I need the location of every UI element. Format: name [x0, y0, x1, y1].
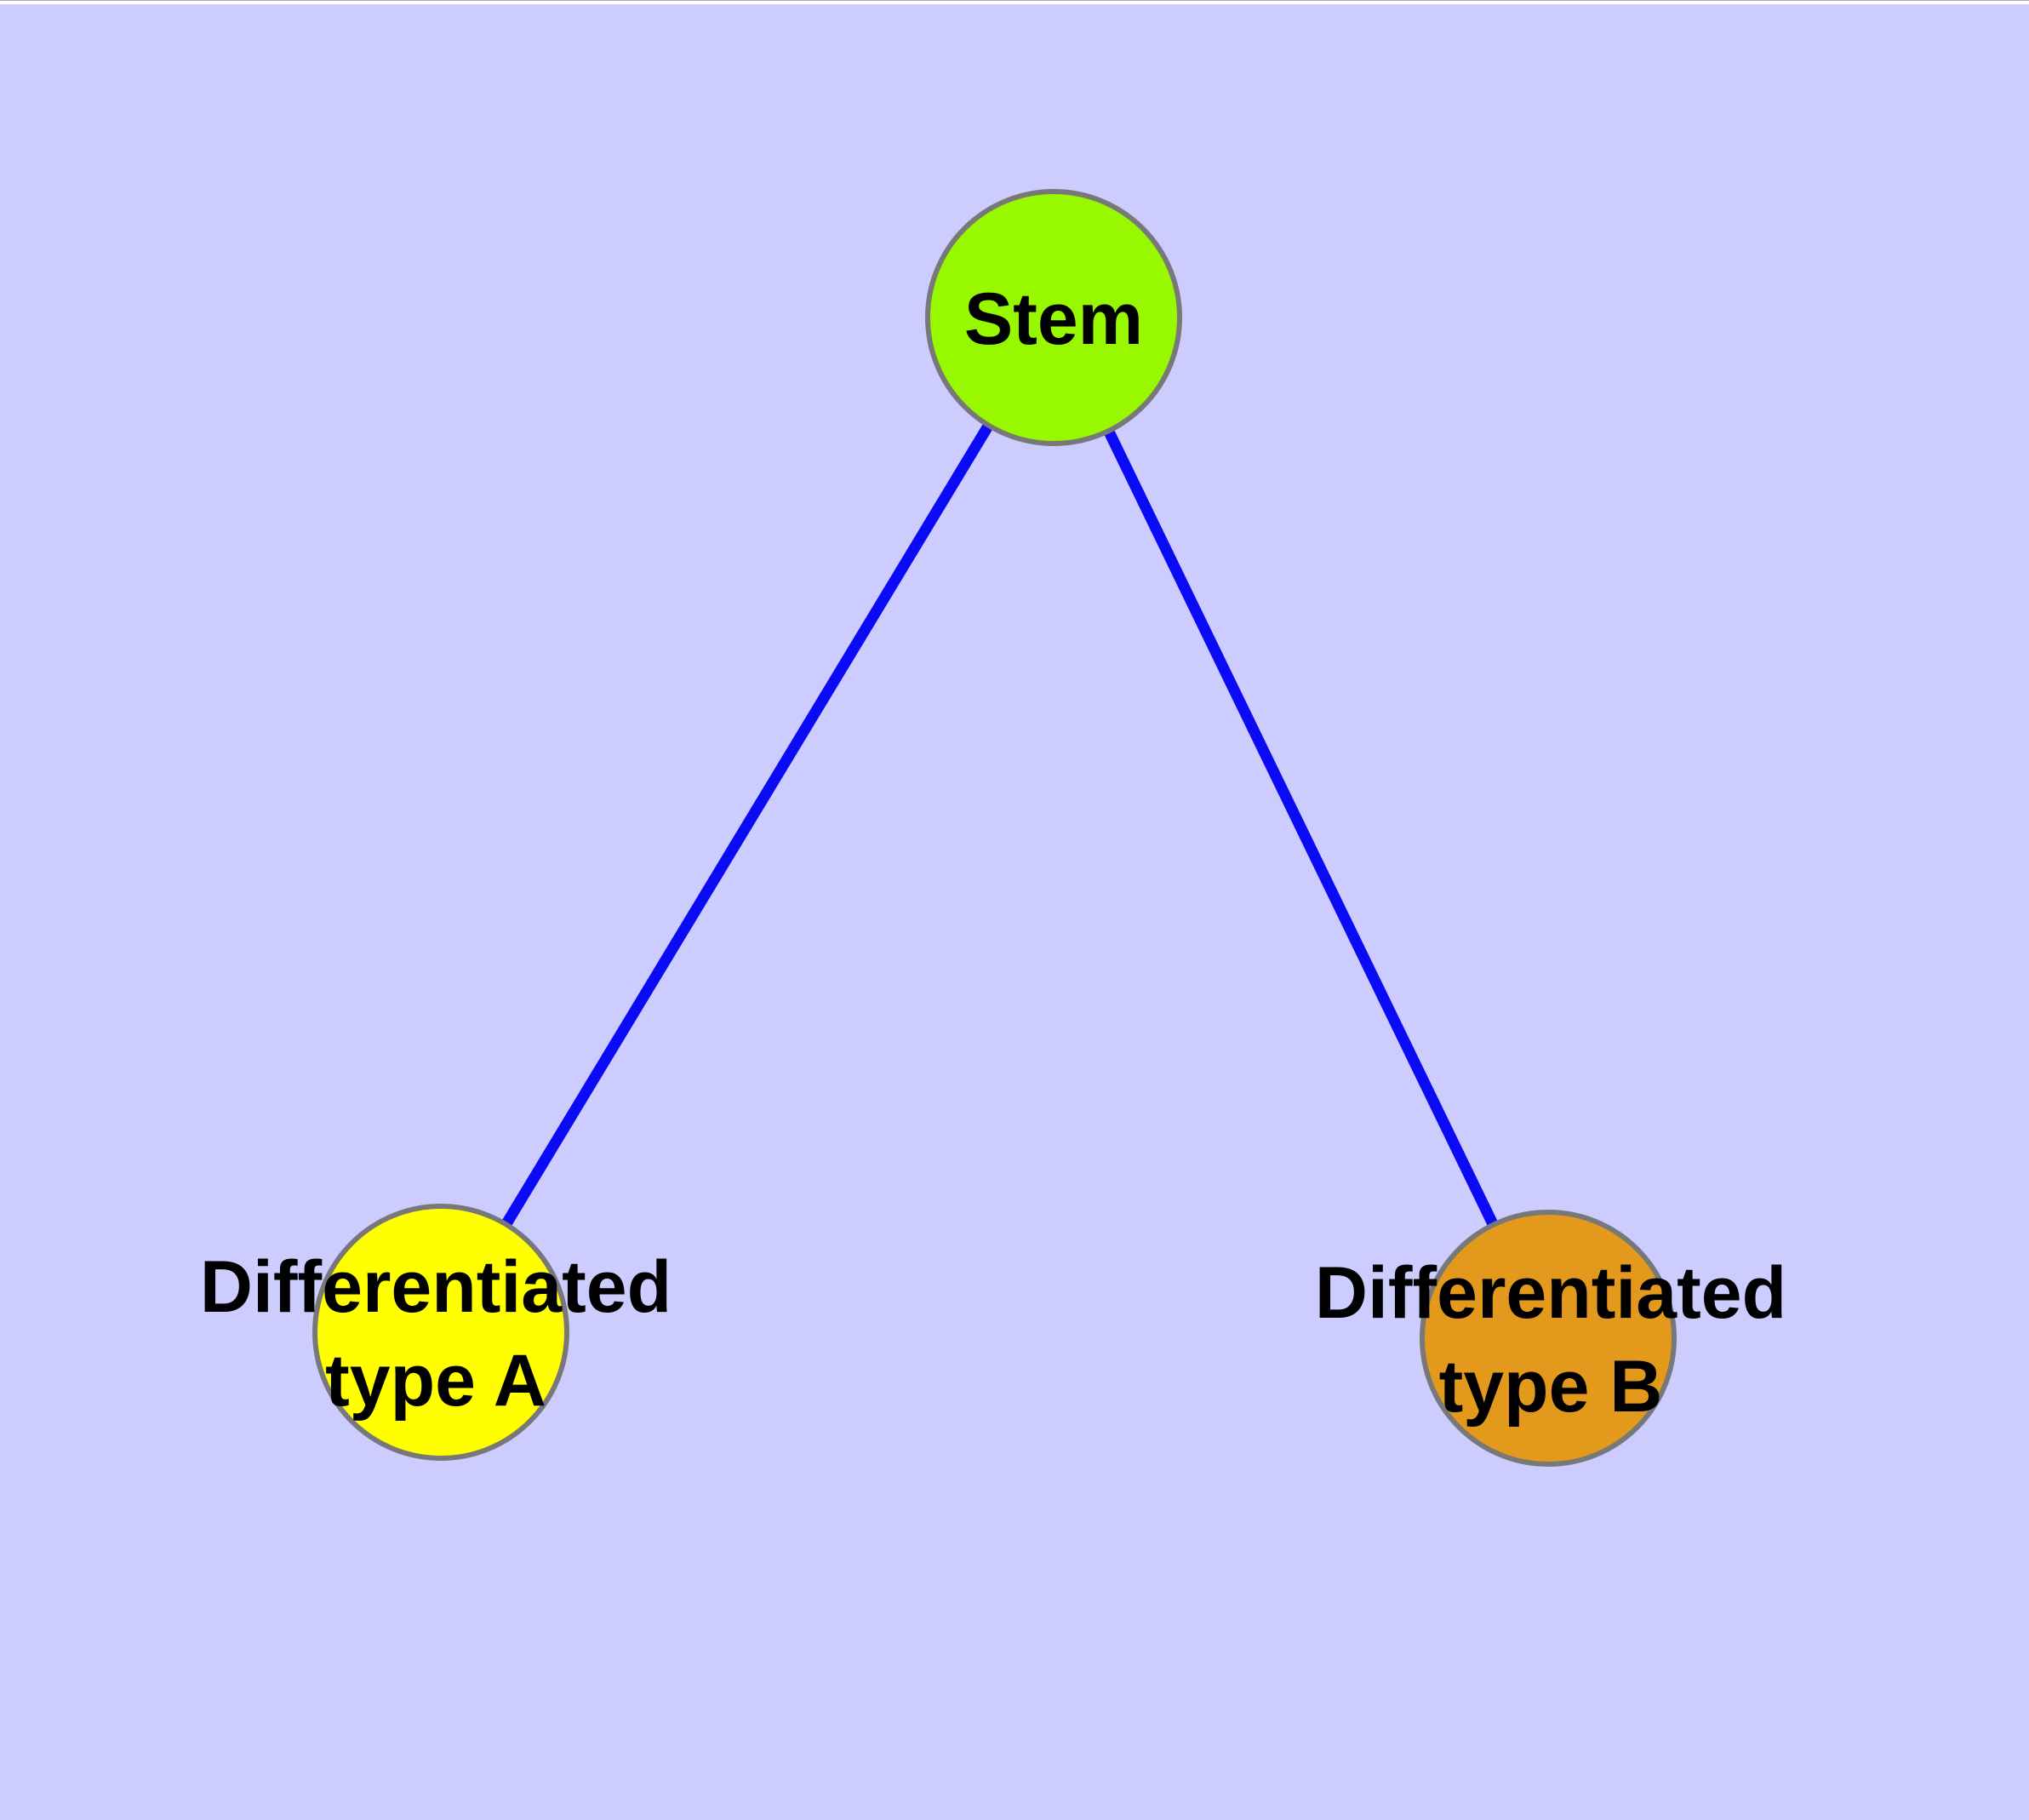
node-stem-label: Stem: [964, 278, 1143, 360]
node-type-a-label-line2: type A: [325, 1340, 546, 1422]
edge-stem-to-type-a: [436, 314, 1059, 1336]
node-type-b-label-line1: Differentiated: [1315, 1252, 1786, 1334]
node-type-a-label-line1: Differentiated: [200, 1246, 672, 1328]
node-differentiated-type-a: [312, 1204, 569, 1461]
edge-stem-to-type-b: [1049, 315, 1553, 1341]
node-type-b-label-line2: type B: [1439, 1346, 1663, 1428]
node-differentiated-type-b: [1420, 1210, 1677, 1467]
node-stem: [925, 189, 1182, 446]
top-edge-margin: [0, 0, 2029, 4]
